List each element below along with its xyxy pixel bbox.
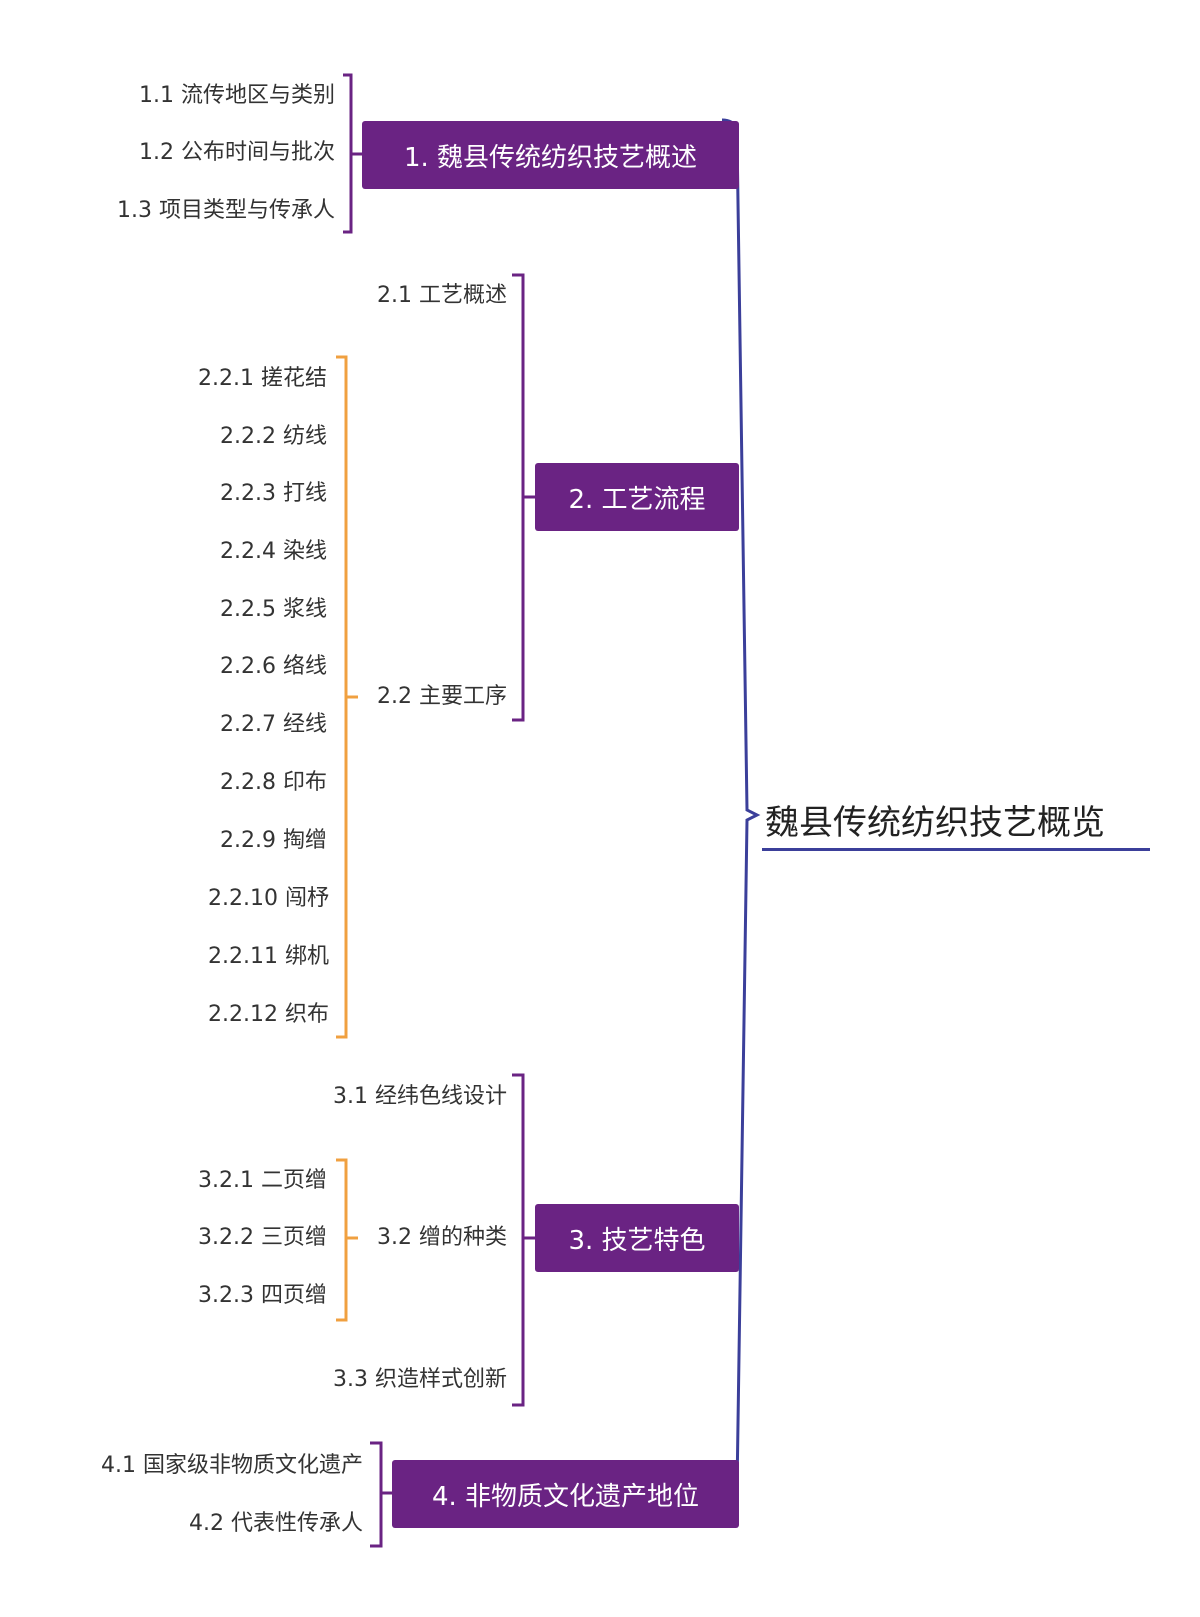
leaf-3-2[interactable]: 3.2 缯的种类 bbox=[377, 1225, 507, 1250]
topic-4[interactable]: 4. 非物质文化遗产地位 bbox=[392, 1460, 739, 1528]
leaf-2-2-12[interactable]: 2.2.12 织布 bbox=[208, 1002, 329, 1027]
leaf-3-2-2[interactable]: 3.2.2 三页缯 bbox=[198, 1225, 327, 1250]
topic-3-label: 3. 技艺特色 bbox=[568, 1225, 706, 1256]
leaf-2-1[interactable]: 2.1 工艺概述 bbox=[377, 283, 507, 308]
sub22-bracket bbox=[336, 355, 358, 1039]
topic-1[interactable]: 1. 魏县传统纺织技艺概述 bbox=[362, 121, 739, 189]
leaf-2-2[interactable]: 2.2 主要工序 bbox=[377, 684, 507, 709]
topic1-bracket bbox=[343, 73, 362, 234]
leaf-2-2-11[interactable]: 2.2.11 绑机 bbox=[208, 944, 329, 969]
leaf-2-2-5[interactable]: 2.2.5 浆线 bbox=[220, 597, 327, 622]
leaf-2-2-7[interactable]: 2.2.7 经线 bbox=[220, 712, 327, 737]
topic2-bracket bbox=[512, 273, 535, 722]
root-topic[interactable]: 魏县传统纺织技艺概览 bbox=[765, 803, 1105, 843]
topic-1-label: 1. 魏县传统纺织技艺概述 bbox=[403, 142, 698, 173]
leaf-3-2-1[interactable]: 3.2.1 二页缯 bbox=[198, 1168, 327, 1193]
root-brace bbox=[721, 118, 761, 1507]
root-underline bbox=[762, 848, 1150, 851]
leaf-1-1[interactable]: 1.1 流传地区与类别 bbox=[139, 83, 335, 108]
leaf-4-2[interactable]: 4.2 代表性传承人 bbox=[189, 1511, 363, 1536]
topic-4-label: 4. 非物质文化遗产地位 bbox=[431, 1481, 700, 1512]
leaf-2-2-2[interactable]: 2.2.2 纺线 bbox=[220, 424, 327, 449]
leaf-2-2-1[interactable]: 2.2.1 搓花结 bbox=[198, 366, 327, 391]
leaf-1-2[interactable]: 1.2 公布时间与批次 bbox=[139, 140, 335, 165]
topic-2-label: 2. 工艺流程 bbox=[568, 484, 706, 515]
sub32-bracket bbox=[336, 1158, 358, 1322]
topic-3[interactable]: 3. 技艺特色 bbox=[535, 1204, 739, 1272]
leaf-2-2-10[interactable]: 2.2.10 闯杼 bbox=[208, 886, 329, 911]
topic4-bracket bbox=[370, 1441, 392, 1548]
leaf-2-2-6[interactable]: 2.2.6 络线 bbox=[220, 654, 327, 679]
leaf-3-3[interactable]: 3.3 织造样式创新 bbox=[333, 1367, 507, 1392]
topic-2[interactable]: 2. 工艺流程 bbox=[535, 463, 739, 531]
leaf-2-2-8[interactable]: 2.2.8 印布 bbox=[220, 770, 327, 795]
leaf-1-3[interactable]: 1.3 项目类型与传承人 bbox=[117, 198, 335, 223]
topic3-bracket bbox=[512, 1073, 535, 1407]
leaf-2-2-4[interactable]: 2.2.4 染线 bbox=[220, 539, 327, 564]
leaf-4-1[interactable]: 4.1 国家级非物质文化遗产 bbox=[101, 1453, 363, 1478]
leaf-3-1[interactable]: 3.1 经纬色线设计 bbox=[333, 1084, 507, 1109]
leaf-2-2-3[interactable]: 2.2.3 打线 bbox=[220, 481, 327, 506]
leaf-2-2-9[interactable]: 2.2.9 掏缯 bbox=[220, 828, 327, 853]
leaf-3-2-3[interactable]: 3.2.3 四页缯 bbox=[198, 1283, 327, 1308]
